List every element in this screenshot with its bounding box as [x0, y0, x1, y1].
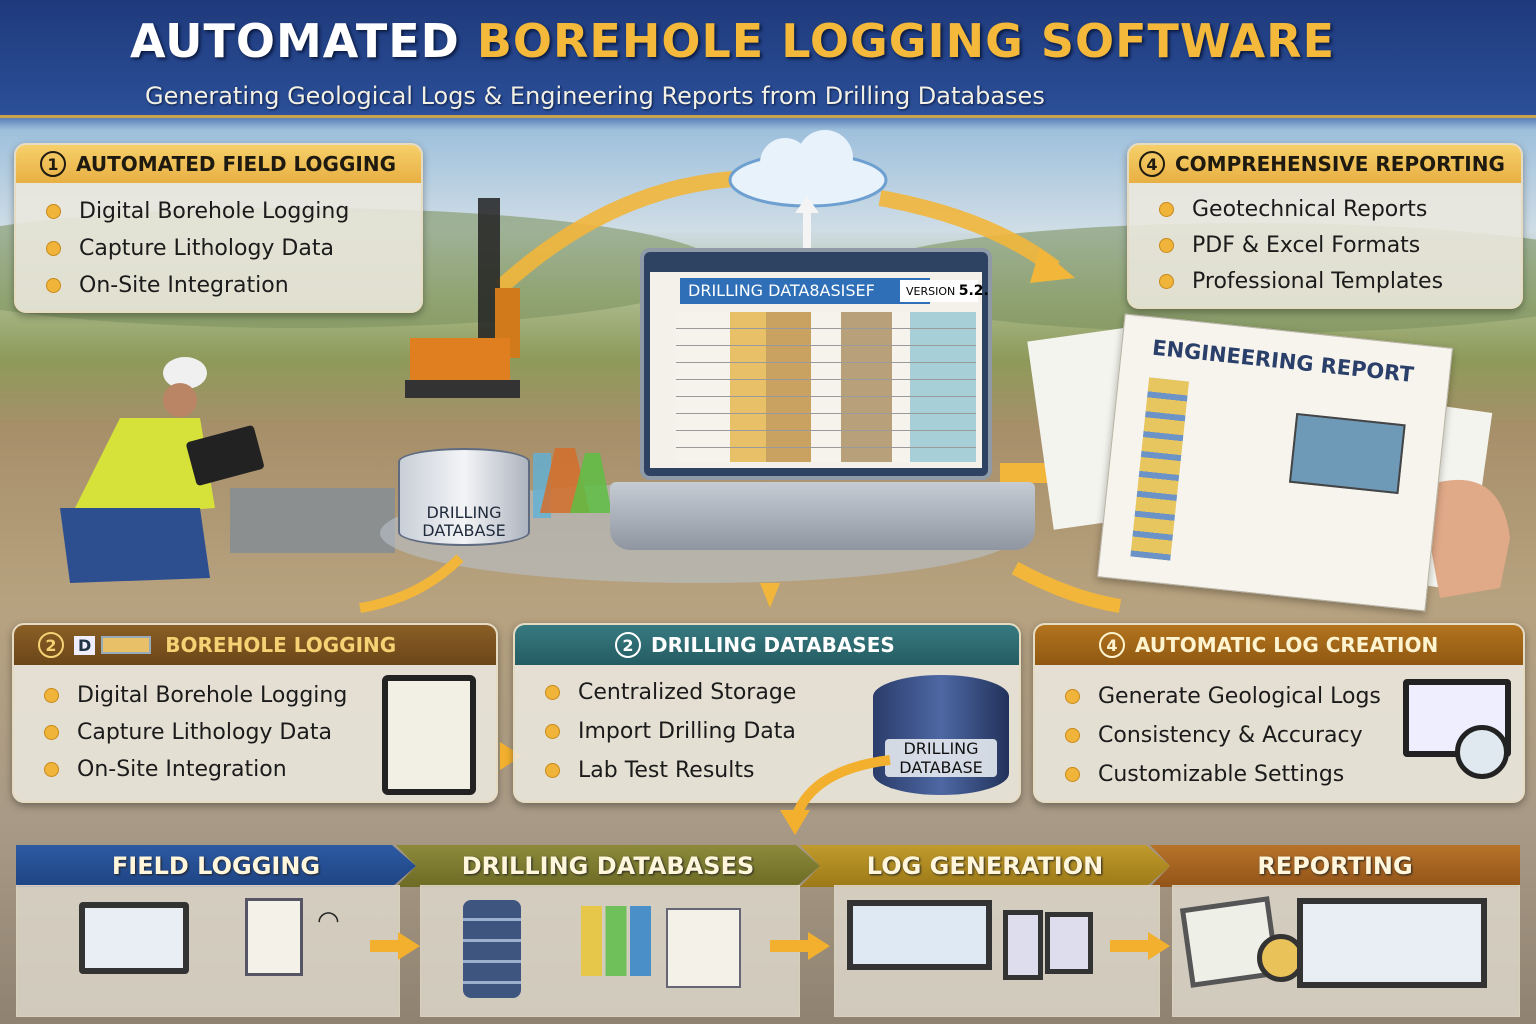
header-banner: AUTOMATED BOREHOLE LOGGING SOFTWARE Gene…: [0, 0, 1536, 118]
flow-arrow-up-left: [494, 170, 761, 294]
bullet-icon: [46, 278, 61, 293]
tablet-icon: [1003, 910, 1043, 980]
bullet-icon: [1065, 767, 1080, 782]
test-tubes-icon: [581, 906, 651, 976]
arrow-right-icon: [808, 932, 830, 960]
field-worker-figure: [60, 357, 264, 583]
list-item: Capture Lithology Data: [44, 714, 496, 751]
screen-title: DRILLING DATA8ASISEF: [680, 278, 930, 304]
field-equipment-case: [230, 488, 395, 553]
list-item: Geotechnical Reports: [1159, 191, 1521, 227]
arrow-right-icon: [398, 932, 420, 960]
report-map: [1288, 412, 1406, 495]
curved-arrow-icon: [780, 755, 891, 835]
laptop: DRILLING DATA8ASISEF VERSION 5.2.: [640, 248, 992, 480]
list-item: Import Drilling Data: [545, 712, 1019, 751]
list-item: Centralized Storage: [545, 673, 1019, 712]
laptop-keyboard: [610, 482, 1035, 550]
bullet-icon: [1065, 689, 1080, 704]
report-log-column: [1130, 377, 1189, 561]
bullet-icon: [545, 763, 560, 778]
list-item: On-Site Integration: [44, 751, 496, 788]
list-item: Professional Templates: [1159, 263, 1521, 299]
list-item: PDF & Excel Formats: [1159, 227, 1521, 263]
laptop-screen: DRILLING DATA8ASISEF VERSION 5.2.: [650, 272, 989, 468]
list-item: Generate Geological Logs: [1065, 677, 1523, 716]
bullet-icon: [46, 204, 61, 219]
bullet-icon: [545, 685, 560, 700]
version-badge: VERSION 5.2.: [900, 280, 989, 302]
data-table-grid: [676, 312, 976, 462]
list-item: Digital Borehole Logging: [44, 677, 496, 714]
bullet-icon: [44, 762, 59, 777]
bullet-icon: [1065, 728, 1080, 743]
monitor-chart-icon: [1297, 898, 1487, 988]
hand-holding-report: [1420, 479, 1510, 598]
bullet-icon: [1159, 201, 1174, 217]
flow-arrow-bar: [370, 940, 400, 952]
workflow-panel-log-generation: [834, 885, 1160, 1017]
workflow-panel-field-logging: ◠: [16, 885, 400, 1017]
bullet-icon: [44, 725, 59, 740]
workflow-step-drilling-databases: DRILLING DATABASES: [396, 845, 820, 887]
cloud-icon: [728, 130, 888, 248]
list-item: Consistency & Accuracy: [1065, 716, 1523, 755]
arrow-right-icon: [1148, 932, 1170, 960]
laptop-icon: [79, 902, 189, 974]
lab-flasks-icon: [533, 448, 612, 518]
list-item: Capture Lithology Data: [46, 230, 421, 267]
workflow-panel-drilling-databases: [420, 885, 800, 1017]
clipboard-icon: [245, 898, 303, 976]
server-stack-icon: [463, 900, 521, 998]
workflow-panel-reporting: [1172, 885, 1520, 1017]
bullet-icon: [46, 241, 61, 256]
flow-arrow-bar: [1110, 940, 1150, 952]
bullet-icon: [1159, 237, 1174, 253]
lab-report-icon: [666, 908, 741, 988]
tablet-icon: [1045, 912, 1093, 974]
flow-arrow-bar: [770, 940, 810, 952]
monitor-icon: [847, 900, 992, 970]
table-icon: [101, 636, 152, 654]
tablet-icon: [382, 675, 476, 795]
engineering-report-document: ENGINEERING REPORT: [1097, 313, 1453, 612]
list-item: Lab Test Results: [545, 751, 1019, 790]
page-title: AUTOMATED BOREHOLE LOGGING SOFTWARE: [130, 14, 1336, 68]
wifi-icon: ◠: [317, 906, 340, 936]
workflow-step-log-generation: LOG GENERATION: [800, 845, 1170, 887]
list-item: Digital Borehole Logging: [46, 193, 421, 230]
workflow-step-field-logging: FIELD LOGGING: [16, 845, 416, 887]
magnifier-icon: [1455, 725, 1509, 779]
workflow-step-reporting: REPORTING: [1150, 845, 1520, 887]
bullet-icon: [545, 724, 560, 739]
page-subtitle: Generating Geological Logs & Engineering…: [145, 82, 1045, 110]
bullet-icon: [1159, 273, 1174, 289]
list-item: Customizable Settings: [1065, 755, 1523, 794]
drilling-rig-icon: [405, 198, 520, 398]
list-item: On-Site Integration: [46, 267, 421, 304]
bullet-icon: [44, 688, 59, 703]
